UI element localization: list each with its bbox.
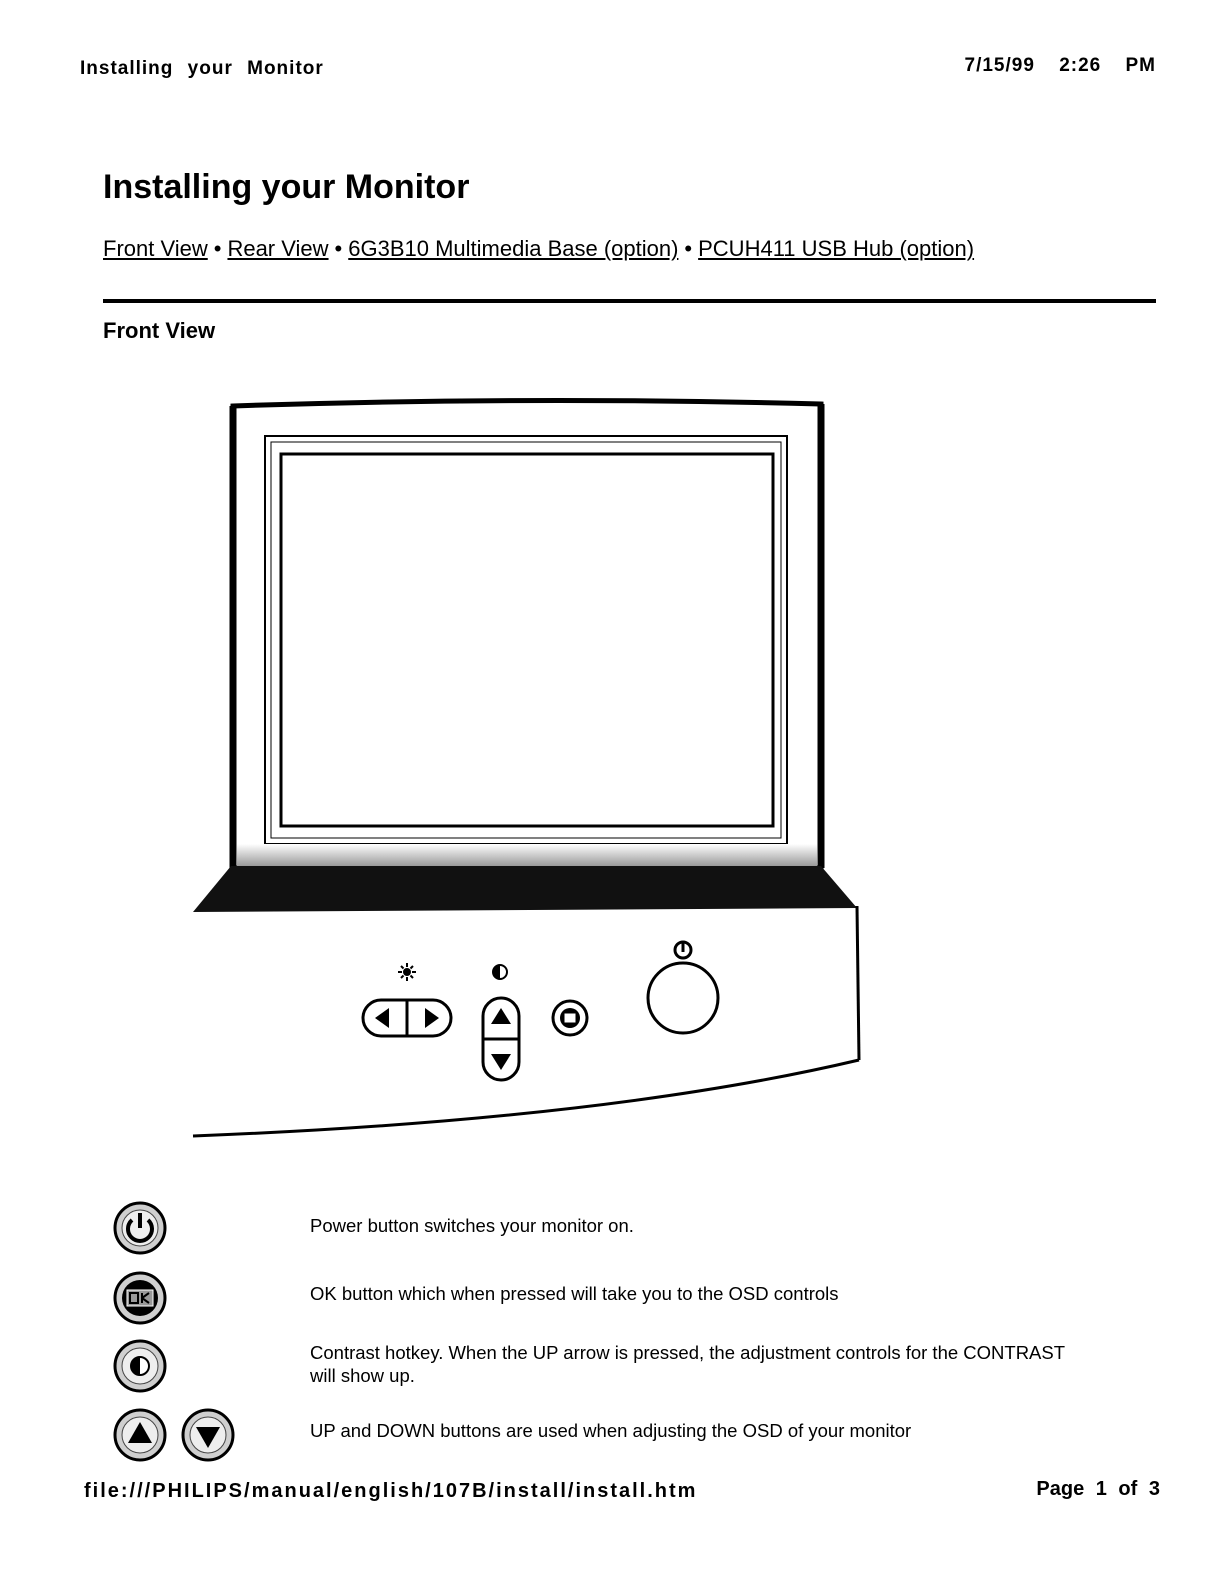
header-doc-title: Installing your Monitor	[80, 58, 324, 79]
legend-text-ok: OK button which when pressed will take y…	[310, 1283, 839, 1304]
ok-icon	[113, 1271, 167, 1325]
nav-link-usb-hub[interactable]: PCUH411 USB Hub (option)	[698, 236, 975, 261]
monitor-shelf	[193, 866, 857, 912]
nav-link-rear-view[interactable]: Rear View	[227, 236, 329, 261]
header-timestamp: 7/15/99 2:26 PM	[965, 55, 1157, 77]
up-arrow-icon	[113, 1408, 167, 1462]
power-button[interactable]	[646, 961, 720, 1035]
legend-text-contrast: Contrast hotkey. When the UP arrow is pr…	[310, 1342, 1065, 1386]
left-right-buttons[interactable]	[361, 998, 453, 1038]
section-nav: Front View•Rear View•6G3B10 Multimedia B…	[103, 236, 974, 262]
monitor-screen	[279, 452, 775, 828]
left-arrow-icon	[375, 1008, 389, 1028]
power-icon	[113, 1201, 167, 1255]
horizontal-rule	[103, 299, 1156, 303]
nav-separator: •	[334, 236, 343, 261]
ok-button[interactable]	[551, 999, 589, 1037]
down-arrow-icon	[491, 1054, 511, 1070]
up-down-buttons[interactable]	[481, 996, 521, 1082]
header-date: 7/15/99	[964, 55, 1035, 76]
nav-link-multimedia-base[interactable]: 6G3B10 Multimedia Base (option)	[348, 236, 679, 261]
header-time: 2:26	[1059, 55, 1102, 76]
down-arrow-icon	[181, 1408, 235, 1462]
footer-page-number: Page 1 of 3	[1036, 1478, 1160, 1500]
section-title-front-view: Front View	[103, 318, 216, 343]
nav-link-front-view[interactable]: Front View	[103, 236, 208, 261]
brightness-icon	[398, 963, 416, 981]
header-ampm: PM	[1125, 55, 1156, 76]
right-arrow-icon	[425, 1008, 439, 1028]
footer-file-path: file:///PHILIPS/manual/english/107B/inst…	[84, 1480, 698, 1502]
monitor-inner-frame-line	[270, 441, 782, 839]
nav-separator: •	[213, 236, 222, 261]
ok-icon	[563, 1012, 577, 1024]
bezel-shade-strip	[237, 844, 817, 866]
nav-separator: •	[684, 236, 693, 261]
monitor-base	[192, 905, 861, 1138]
up-arrow-icon	[491, 1008, 511, 1024]
legend-text-up-down: UP and DOWN buttons are used when adjust…	[310, 1420, 912, 1441]
legend-text-power: Power button switches your monitor on.	[310, 1215, 634, 1236]
page-title: Installing your Monitor	[103, 168, 470, 206]
contrast-icon	[113, 1339, 167, 1393]
power-icon	[673, 940, 693, 960]
contrast-icon	[492, 964, 508, 980]
monitor-front-view-illustration	[192, 397, 861, 1138]
